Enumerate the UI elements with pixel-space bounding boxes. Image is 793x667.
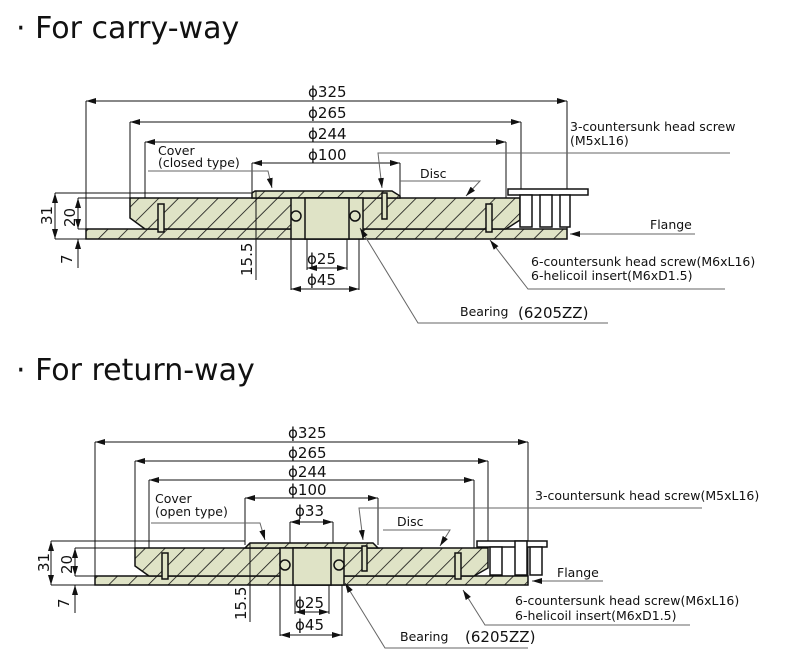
return-cover-label-1: Cover (155, 491, 192, 506)
return-h7-label: 7 (55, 598, 73, 608)
carry-screw-m5 (381, 192, 388, 220)
return-way-section: · For return-way ϕ325 ϕ265 ϕ244 ϕ100 (16, 353, 759, 649)
carry-d100-label: ϕ100 (308, 146, 347, 164)
carry-screw6-label-2: 6-helicoil insert(M6xD1.5) (531, 268, 693, 283)
carry-screw3-label-1: 3-countersunk head screw (570, 119, 735, 134)
return-screw3-label: 3-countersunk head screw(M5xL16) (535, 488, 759, 503)
carry-way-section: · For carry-way ϕ325 ϕ265 ϕ244 ϕ100 (16, 11, 755, 324)
return-flange-label: Flange (557, 565, 599, 580)
return-d25-label: ϕ25 (295, 594, 324, 612)
carry-bearing-ball-right (349, 210, 361, 222)
carry-bearing-code: (6205ZZ) (518, 304, 588, 322)
return-d45-label: ϕ45 (295, 616, 324, 634)
return-d100-label: ϕ100 (288, 481, 327, 499)
return-cover-label-2: (open type) (155, 504, 228, 519)
carry-way-title: · For carry-way (16, 11, 239, 46)
carry-flange-label: Flange (650, 217, 692, 232)
return-d244-label: ϕ244 (288, 463, 327, 481)
carry-screw3-label-2: (M5xL16) (570, 133, 629, 148)
carry-h7-label: 7 (58, 254, 76, 264)
carry-d325-label: ϕ325 (308, 83, 347, 101)
return-dim-d325: ϕ325 (94, 424, 529, 585)
return-screw6-label-1: 6-countersunk head screw(M6xL16) (515, 593, 739, 608)
carry-h15-5-label: 15.5 (238, 243, 256, 276)
return-h15-5-label: 15.5 (232, 587, 250, 620)
carry-screw-m6-right (485, 203, 493, 233)
return-chain-attachment (476, 540, 548, 576)
carry-screw-m6 (157, 203, 165, 233)
carry-d25-label: ϕ25 (307, 250, 336, 268)
return-screw-m6-right (454, 552, 462, 580)
return-h20-label: 20 (58, 555, 76, 574)
return-screw6-label-2: 6-helicoil insert(M6xD1.5) (515, 608, 677, 623)
return-bearing-ball-left (279, 559, 291, 571)
carry-disc-label: Disc (420, 166, 447, 181)
carry-dim-d325: ϕ325 (85, 83, 568, 238)
return-screw-m6 (161, 552, 169, 580)
carry-dim-d265: ϕ265 (129, 104, 522, 200)
carry-cover-closed (251, 190, 401, 199)
carry-screw6-label-1: 6-countersunk head screw(M6xL16) (531, 254, 755, 269)
return-d265-label: ϕ265 (288, 444, 327, 462)
carry-d45-label: ϕ45 (307, 271, 336, 289)
return-bearing-inner (292, 547, 332, 586)
carry-cover-label-2: (closed type) (158, 155, 240, 170)
carry-d265-label: ϕ265 (308, 104, 347, 122)
carry-h31-label: 31 (38, 206, 56, 225)
return-bearing-label: Bearing (400, 629, 448, 644)
carry-bearing-ball-left (290, 210, 302, 222)
return-dim-d33: ϕ33 (289, 502, 334, 548)
carry-cover-label-1: Cover (158, 143, 195, 158)
return-d325-label: ϕ325 (288, 424, 327, 442)
return-h31-label: 31 (35, 553, 53, 572)
carry-h20-label: 20 (61, 208, 79, 227)
carry-bearing-inner (304, 197, 350, 240)
carry-chain-attachment (507, 188, 589, 228)
return-dim-d100: ϕ100 (244, 481, 379, 545)
return-way-title: · For return-way (16, 353, 255, 388)
return-bearing-code: (6205ZZ) (465, 628, 535, 646)
return-d33-label: ϕ33 (295, 502, 324, 520)
return-screw-m5 (361, 545, 368, 572)
carry-bearing-label: Bearing (460, 304, 508, 319)
return-bearing-ball-right (333, 559, 345, 571)
return-disc-label: Disc (397, 514, 424, 529)
carry-d244-label: ϕ244 (308, 125, 347, 143)
return-dim-d265: ϕ265 (134, 444, 489, 550)
